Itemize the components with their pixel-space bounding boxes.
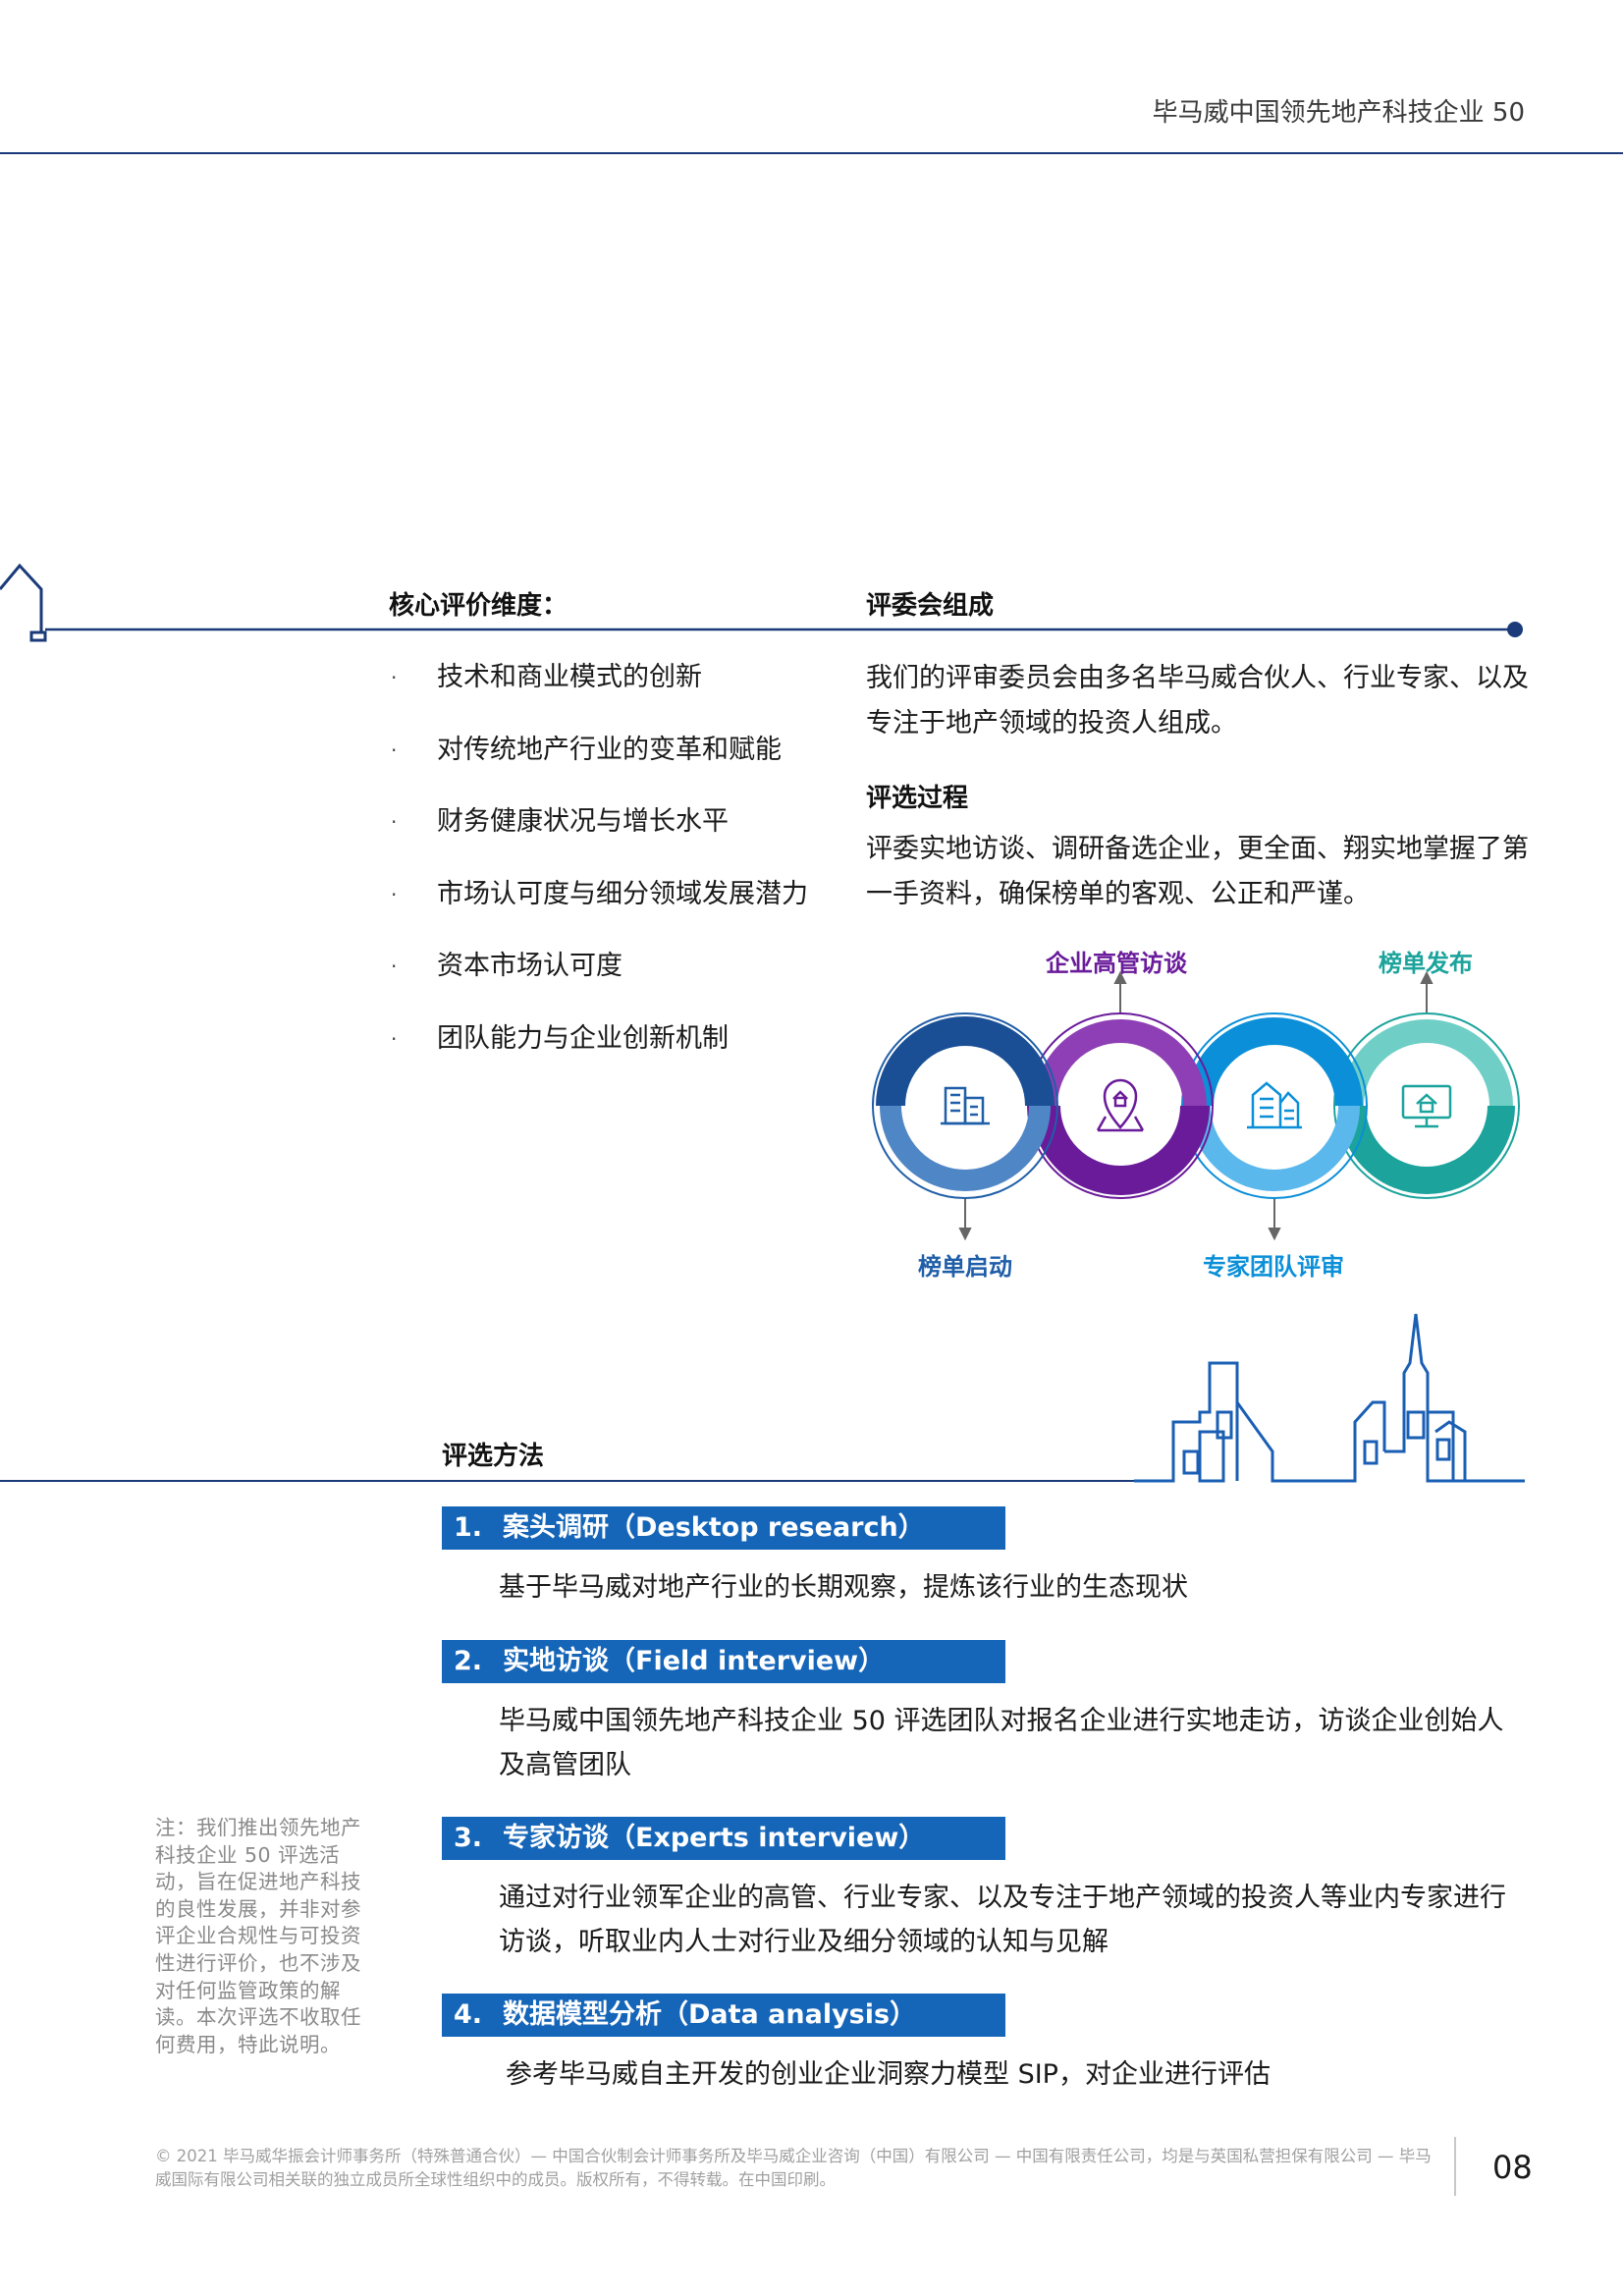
step-label-interview: 企业高管访谈 (1046, 950, 1187, 977)
footer-divider (1454, 2137, 1456, 2196)
method-title-4: 4.数据模型分析（Data analysis） (442, 1994, 1005, 2037)
apartment-building-icon (1247, 1081, 1302, 1129)
process-heading: 评选过程 (866, 784, 969, 813)
footer-copyright: © 2021 毕马威华振会计师事务所（特殊普通合伙）— 中国合伙制会计师事务所及… (155, 2147, 1432, 2189)
header-title: 毕马威中国领先地产科技企业 50 (1152, 98, 1525, 128)
method-title-1: 1.案头调研（Desktop research） (442, 1506, 1005, 1550)
process-ring-diagram (872, 970, 1520, 1241)
step-label-publish: 榜单发布 (1379, 950, 1473, 977)
office-building-icon (941, 1086, 990, 1125)
committee-heading: 评委会组成 (866, 591, 995, 621)
method-desc-3: 通过对行业领军企业的高管、行业专家、以及专注于地产领域的投资人等业内专家进行访谈… (499, 1883, 1506, 1957)
ring-review (1181, 1012, 1368, 1199)
header-divider (0, 152, 1623, 154)
committee-text: 我们的评审委员会由多名毕马威合伙人、行业专家、以及专注于地产领域的投资人组成。 (866, 663, 1529, 738)
skyline-divider (0, 1313, 1525, 1483)
step-label-launch: 榜单启动 (918, 1253, 1012, 1281)
method-title-2: 2.实地访谈（Field interview） (442, 1640, 1005, 1683)
method-desc-4: 参考毕马威自主开发的创业企业洞察力模型 SIP，对企业进行评估 (506, 2059, 1271, 2090)
step-label-review: 专家团队评审 (1203, 1253, 1344, 1281)
method-desc-1: 基于毕马威对地产行业的长期观察，提炼该行业的生态现状 (499, 1572, 1188, 1603)
page-number: 08 (1492, 2149, 1533, 2186)
method-desc-2: 毕马威中国领先地产科技企业 50 评选团队对报名企业进行实地走访，访谈企业创始人… (499, 1706, 1504, 1780)
methods-heading: 评选方法 (442, 1442, 545, 1471)
house-divider-line (0, 563, 1523, 642)
method-title-3: 3.专家访谈（Experts interview） (442, 1817, 1005, 1860)
criteria-heading: 核心评价维度： (389, 591, 568, 621)
monitor-home-icon (1401, 1084, 1452, 1128)
process-text: 评委实地访谈、调研备选企业，更全面、翔实地掌握了第一手资料，确保榜单的客观、公正… (866, 834, 1529, 909)
side-note: 注：我们推出领先地产科技企业 50 评选活动，旨在促进地产科技的良性发展，并非对… (155, 1816, 361, 2056)
location-pin-icon (1096, 1078, 1145, 1132)
